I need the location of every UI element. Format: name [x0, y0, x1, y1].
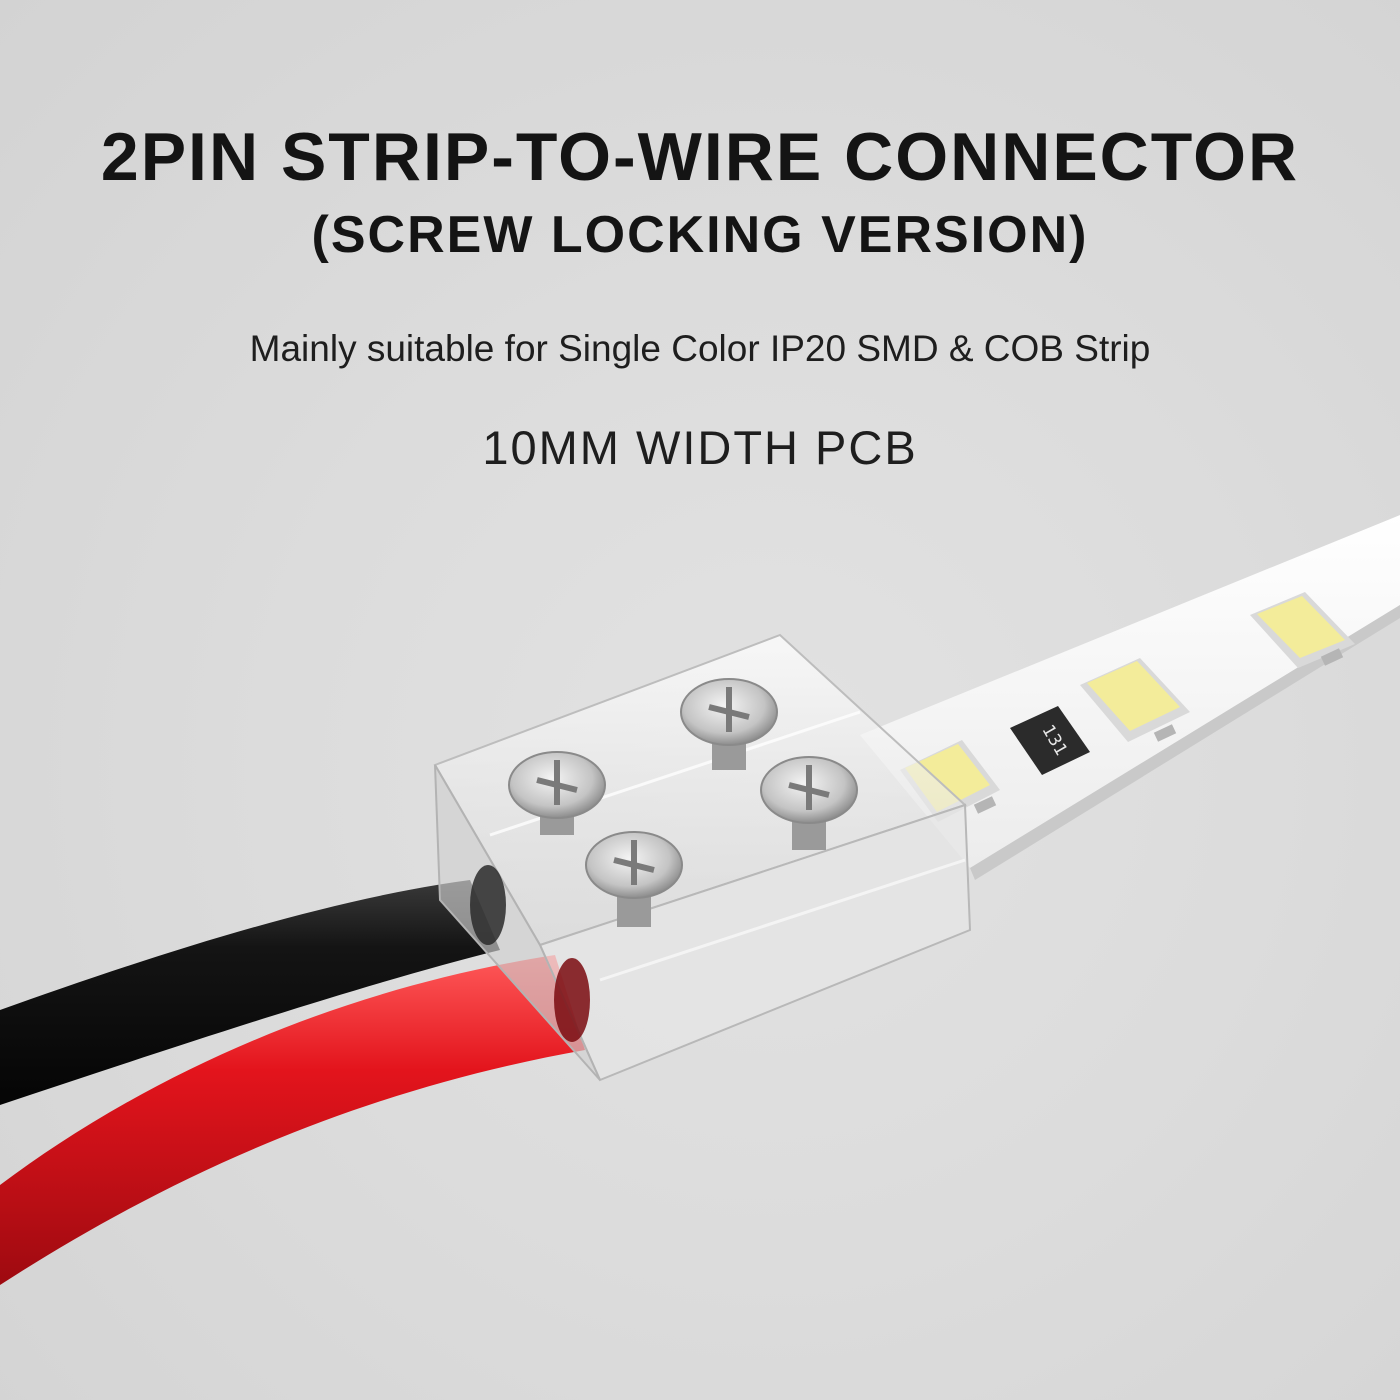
screw-slot-icon — [788, 765, 830, 810]
pcb-width-label: 10MM WIDTH PCB — [482, 421, 918, 474]
screw — [585, 831, 683, 927]
headline-title: 2PIN STRIP-TO-WIRE CONNECTOR — [100, 119, 1300, 195]
screw-slot-icon — [536, 760, 578, 805]
connector-housing — [433, 633, 972, 1082]
compatibility-description: Mainly suitable for Single Color IP20 SM… — [249, 328, 1151, 369]
led-chip — [1080, 658, 1190, 742]
screw — [508, 751, 606, 835]
resistor-component: 131 — [1010, 706, 1090, 775]
black-wire — [0, 880, 500, 1105]
screw-slot-icon — [613, 840, 655, 885]
red-wire — [0, 955, 585, 1285]
screw — [680, 678, 778, 770]
screw — [760, 756, 858, 850]
headline-subtitle: (SCREW LOCKING VERSION) — [311, 206, 1089, 264]
led-strip: 131 — [860, 515, 1400, 880]
screw-slot-icon — [708, 687, 750, 732]
led-chip — [1250, 592, 1355, 668]
